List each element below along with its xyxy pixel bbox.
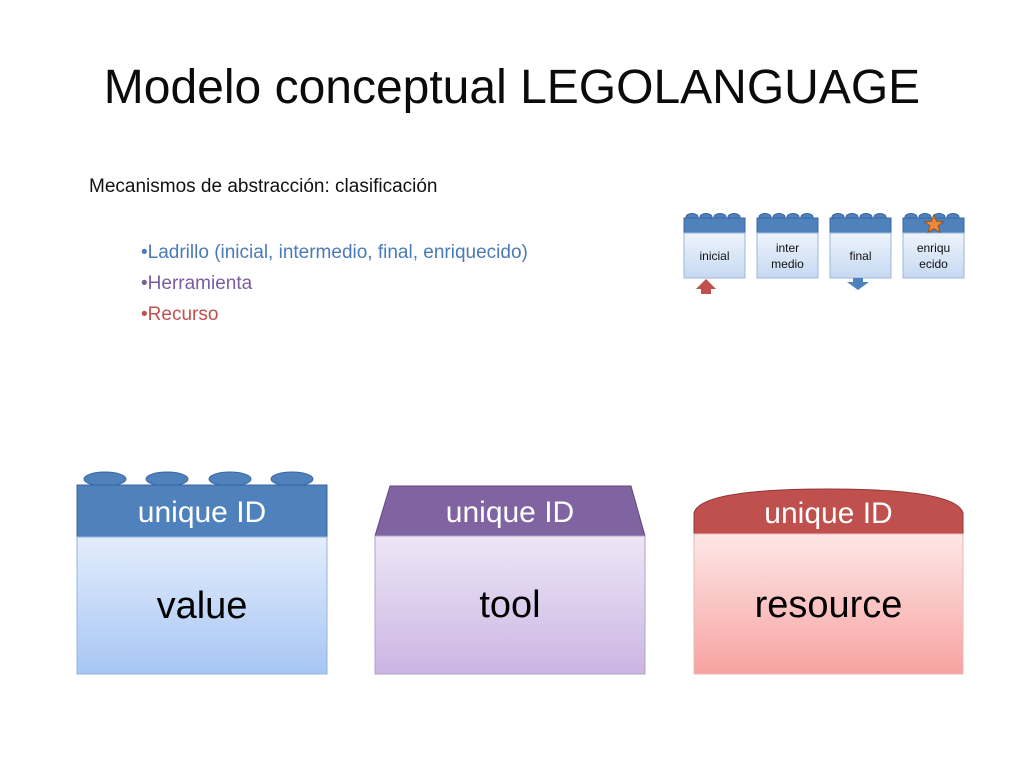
legend-brick-enriquecido: [902, 213, 965, 279]
up-arrow-icon: [696, 279, 716, 294]
legend-enriquecido-text-1: enriqu: [916, 240, 951, 255]
legend-brick-final: [829, 213, 892, 290]
legend-label-final: final: [830, 233, 891, 278]
bullet-ladrillo: •Ladrillo (inicial, intermedio, final, e…: [141, 242, 528, 263]
legend-brick-intermedio: [756, 213, 819, 279]
star-icon: [923, 213, 945, 234]
slide-subtitle: Mecanismos de abstracción: clasificación: [89, 176, 438, 197]
legend-brick-inicial: [683, 213, 746, 294]
down-arrow-icon: [847, 278, 869, 290]
resource-block-header: unique ID: [764, 497, 893, 530]
bullet-recurso: •Recurso: [141, 304, 219, 325]
legend-intermedio-text-2: medio: [771, 256, 804, 271]
big-blocks-graphic: [76, 471, 964, 675]
bullet-herramienta: •Herramienta: [141, 273, 253, 294]
value-block: [76, 471, 328, 675]
slide-title: Modelo conceptual LEGOLANGUAGE: [103, 61, 921, 114]
legend-label-enriquecido: enriqu ecido: [903, 233, 964, 278]
resource-block-body: resource: [754, 584, 903, 626]
resource-block: [693, 488, 964, 675]
legend-intermedio-text-1: inter: [775, 240, 800, 255]
bullet-list: •Ladrillo (inicial, intermedio, final, e…: [141, 237, 528, 330]
tool-block: [374, 485, 646, 675]
value-block-body: value: [156, 585, 248, 627]
brick-legend-graphic: [683, 213, 965, 294]
legend-inicial-text: inicial: [699, 248, 730, 263]
value-block-header: unique ID: [137, 496, 267, 529]
legend-final-text: final: [849, 248, 872, 263]
tool-block-header: unique ID: [445, 496, 575, 529]
legend-label-intermedio: inter medio: [757, 233, 818, 278]
legend-enriquecido-text-2: ecido: [919, 256, 948, 271]
legend-label-inicial: inicial: [684, 233, 745, 278]
tool-block-body: tool: [479, 584, 541, 626]
